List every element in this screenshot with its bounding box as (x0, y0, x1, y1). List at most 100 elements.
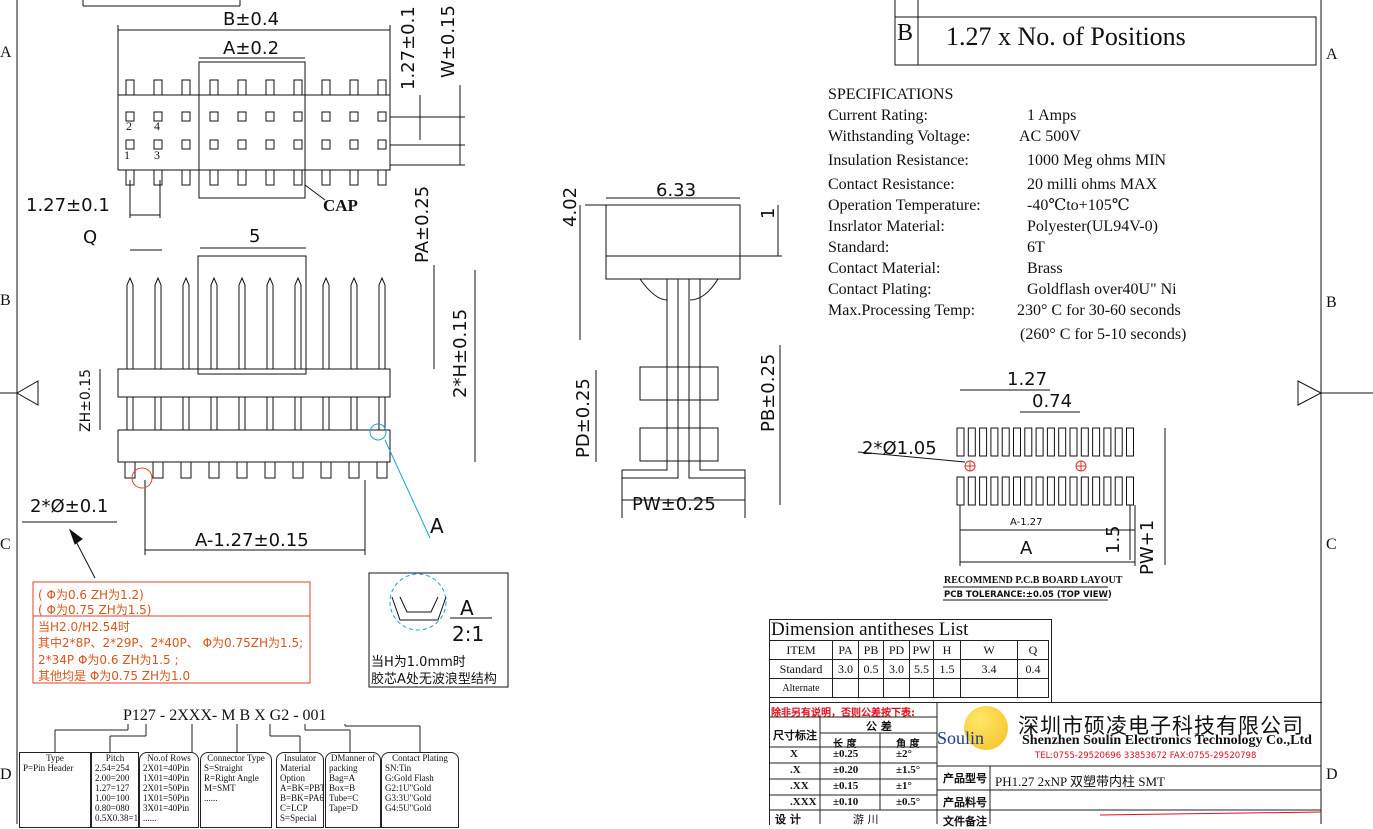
note-line: 当H2.0/H2.54时 (38, 620, 130, 634)
dim-table-row: Standard 3.0 0.5 3.0 5.5 1.5 3.4 0.4 (769, 659, 1049, 679)
spec-label: Max.Processing Temp: (828, 302, 976, 319)
spec-label: Contact Resistance: (828, 176, 955, 193)
pcb-pad (1103, 427, 1112, 457)
pin-square (181, 139, 191, 150)
part-option-line: 1.00=100 (95, 793, 130, 803)
pin-square (153, 139, 163, 150)
spec-label: Standard: (828, 239, 890, 256)
border-letter-a-right: A (1326, 46, 1338, 63)
spec-extra: (260° C for 5-10 seconds) (1020, 326, 1187, 343)
pin-top (321, 169, 331, 186)
pin-top (265, 79, 275, 96)
designer-name: 游 川 (853, 813, 879, 826)
company-name-cn: 深圳市硕凌电子科技有限公司 (1018, 714, 1304, 738)
part-option-line: Tube=C (329, 793, 359, 803)
part-option-line: B=BK=PA6T (280, 793, 324, 803)
pcb-pad (1035, 427, 1044, 457)
part-option-title: Connector Type (207, 753, 265, 763)
spec-value: Goldflash over40U" Ni (1027, 281, 1177, 298)
pcb-pad (1001, 476, 1010, 506)
pin-top (153, 79, 163, 96)
title-box-text: 1.27 x No. of Positions (946, 22, 1186, 51)
part-option-line: Option (280, 773, 306, 783)
note-line: ( Φ为0.6 ZH为1.2) (38, 588, 144, 602)
pin-top (265, 169, 275, 186)
gongcha-label: 公 差 (866, 720, 892, 733)
spec-value: AC 500V (1019, 128, 1081, 145)
pin-square (237, 139, 247, 150)
company-tel: TEL:0755-29520696 33853672 FAX:0755-2952… (1035, 751, 1257, 761)
dim-q: Q (83, 227, 98, 248)
pcb-pad (1058, 427, 1067, 457)
note-line: 其中2*8P、2*29P、2*40P、 Φ为0.75ZH为1.5; (38, 636, 304, 650)
border-letter-b: B (0, 292, 11, 309)
pcb-pad (1024, 476, 1033, 506)
part-option-line: G2:1U"Gold (385, 783, 432, 793)
detail-label-a: A (460, 596, 474, 620)
pin-square (237, 111, 247, 122)
part-option-title: No.of Rows (147, 753, 191, 763)
tolerance-cell: ±0.20 (833, 764, 859, 776)
company-name-en: Shenzhen Soulin Electronics Technology C… (1022, 733, 1312, 748)
pin-front (238, 276, 246, 369)
angle-label: 角 度 (896, 739, 920, 750)
front-view (22, 247, 476, 579)
tolerance-cell: ±0.10 (833, 796, 859, 808)
pin-square (265, 111, 275, 122)
pin-front (210, 276, 218, 369)
pcb-pad (1046, 476, 1055, 506)
part-option-line: C=LCP (280, 803, 308, 813)
pin-square (181, 111, 191, 122)
pin-square (321, 139, 331, 150)
spec-value: 6T (1027, 239, 1045, 256)
spec-value: 230° C for 30-60 seconds (1017, 302, 1181, 319)
border-letter-c-right: C (1326, 536, 1337, 553)
pin-top (293, 79, 303, 96)
pcb-pad (1024, 427, 1033, 457)
top-view (117, 25, 465, 218)
pcb-pad (956, 427, 965, 457)
product-name: PH1.27 2xNP 双塑带内柱 SMT (995, 774, 1165, 789)
pin-top (377, 169, 387, 186)
part-option-line: 2.54=254 (95, 763, 130, 773)
border-letter-c: C (0, 536, 11, 553)
part-option-line: packing (329, 763, 358, 773)
dim-phi: 2*Ø±0.1 (30, 496, 109, 517)
part-option-title: Contact Plating (392, 753, 448, 763)
spec-value: -40℃to+105℃ (1027, 197, 1130, 214)
pin-square (265, 139, 275, 150)
dim-5: 5 (249, 226, 261, 247)
part-option-line: M=SMT (204, 783, 236, 793)
spec-label: Insrlator Material: (828, 218, 945, 235)
tolerance-cell: ±0.25 (833, 748, 859, 760)
pin-front (154, 276, 162, 369)
dim-a-127-pcb: A-1.27 (1010, 517, 1043, 528)
pin-square (125, 139, 135, 150)
part-option-line: ...... (204, 793, 218, 803)
dim-b: B±0.4 (223, 9, 280, 30)
pin-front (322, 276, 330, 369)
dim-074: 0.74 (1032, 391, 1073, 412)
part-option-title: Type (46, 753, 64, 763)
pin-top (125, 79, 135, 96)
spec-heading: SPECIFICATIONS (828, 86, 954, 103)
part-number-code: P127 - 2XXX- M B X G2 - 001 (123, 707, 327, 724)
tolerance-cell: ±2° (896, 748, 912, 760)
pin-3: 3 (154, 148, 160, 162)
pcb-pad (990, 476, 999, 506)
part-option-line: S=Straight (204, 763, 243, 773)
size-label: 尺寸标注 (773, 729, 817, 742)
pin-front (294, 276, 302, 369)
pin-top (181, 169, 191, 186)
spec-label: Operation Temperature: (828, 197, 981, 214)
pcb-pad (1080, 427, 1089, 457)
product-name-label: 产品型号 (943, 772, 987, 785)
dim-table-row: Alternate (769, 678, 1049, 698)
pin-square (293, 111, 303, 122)
spec-label: Insulation Resistance: (828, 152, 969, 169)
